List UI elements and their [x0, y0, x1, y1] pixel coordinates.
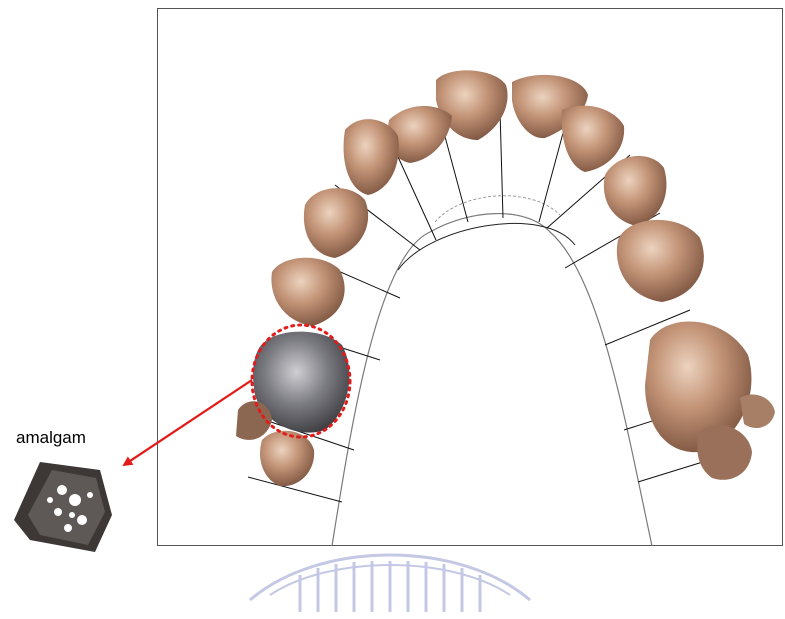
amalgam-crop-photo [14, 462, 112, 552]
amalgam-label: amalgam [16, 428, 86, 447]
university-seal-watermark [250, 555, 530, 612]
